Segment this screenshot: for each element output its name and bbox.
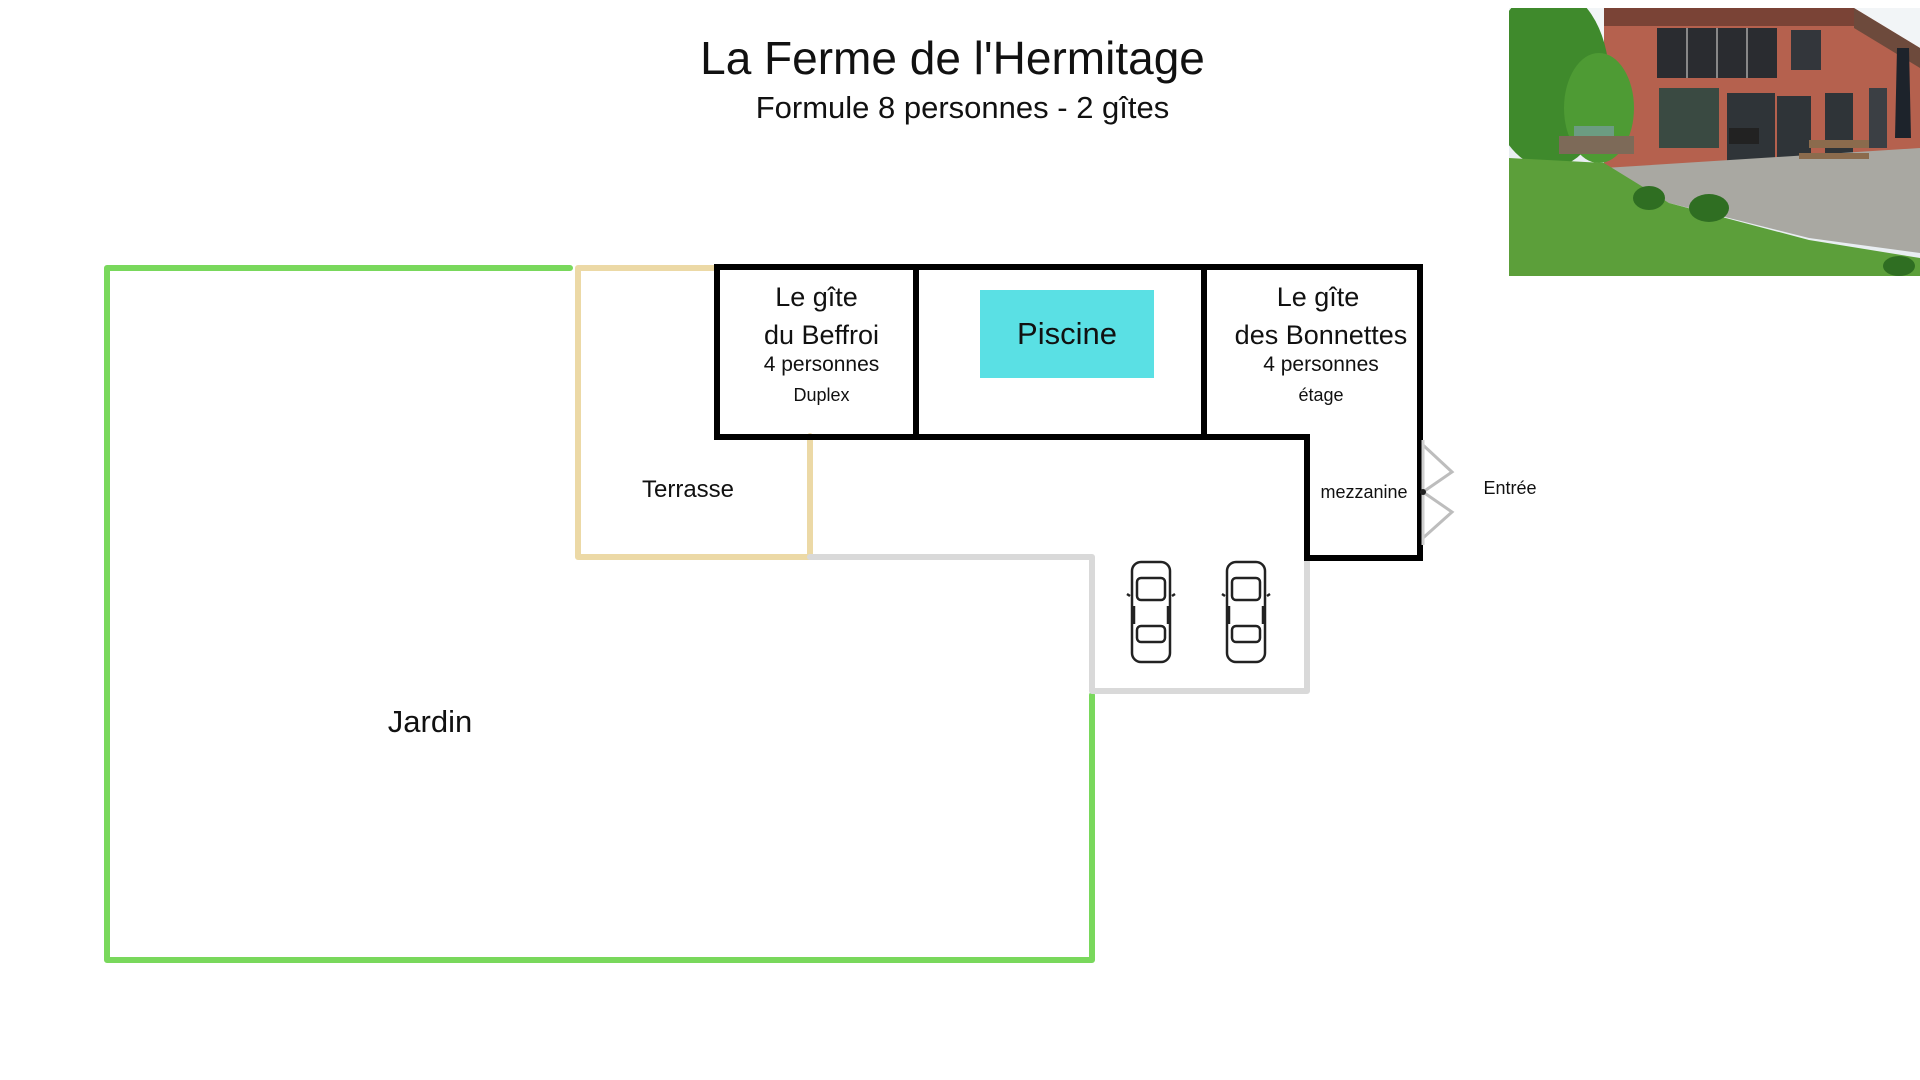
mezzanine-label: mezzanine [1320, 482, 1408, 502]
pool [980, 290, 1154, 378]
parking-outline [807, 554, 1310, 694]
gite-beffroi-line2: du Beffroi [763, 320, 880, 350]
page-subtitle: Formule 8 personnes - 2 gîtes [755, 90, 1170, 125]
terrace-outline [575, 265, 813, 560]
farmhouse-photo [1509, 8, 1920, 276]
garden-outline [104, 265, 1095, 963]
gite-beffroi-type: Duplex [793, 385, 850, 405]
garden-label: Jardin [387, 704, 473, 739]
car-icon [1221, 560, 1271, 664]
building-walls [714, 264, 1423, 561]
gite-beffroi-capacity: 4 personnes [763, 353, 880, 376]
entrance-label: Entrée [1483, 478, 1537, 498]
gite-bonnettes-line2: des Bonnettes [1234, 320, 1408, 350]
page-title: La Ferme de l'Hermitage [700, 32, 1205, 84]
gite-bonnettes-capacity: 4 personnes [1263, 353, 1379, 376]
gite-bonnettes-type: étage [1298, 385, 1344, 405]
gite-bonnettes-line1: Le gîte [1276, 282, 1360, 312]
pool-label: Piscine [1017, 316, 1117, 351]
car-icon [1126, 560, 1176, 664]
door-icon [1420, 440, 1455, 545]
gite-beffroi-line1: Le gîte [775, 282, 858, 312]
terrace-label: Terrasse [641, 476, 735, 503]
